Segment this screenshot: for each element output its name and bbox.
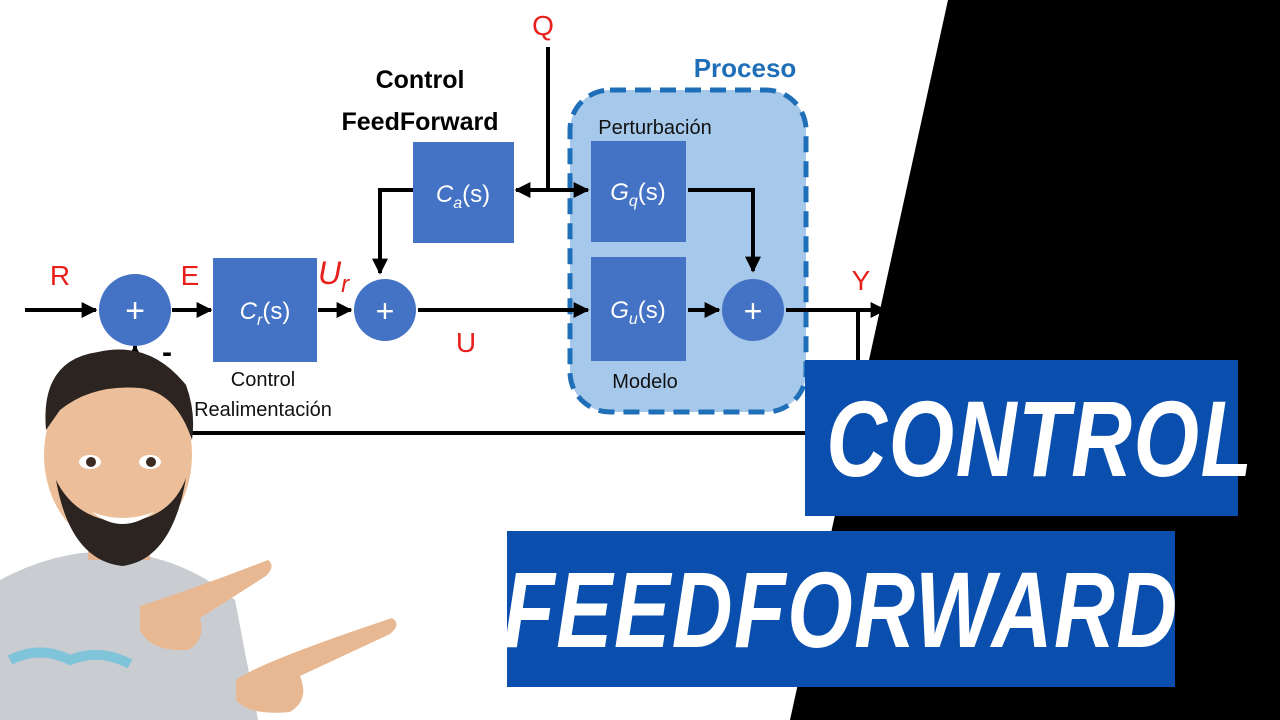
ff-control-label-line2: FeedForward [342,108,499,136]
svg-text:+: + [376,293,395,329]
presenter-hand-left [140,560,272,651]
fb-control-label-line1: Control [231,369,295,391]
block-ca: Ca(s) [413,142,514,243]
svg-text:Cr(s): Cr(s) [240,298,291,329]
presenter-photo [0,349,397,720]
presenter-hand-right [236,618,397,713]
modelo-label: Modelo [612,371,678,393]
signal-q-label: Q [532,10,554,41]
presenter-shirt [0,551,258,720]
wire-gq-to-sum [688,188,761,273]
sum-junction-u: + [354,279,416,341]
svg-text:Ca(s): Ca(s) [436,181,490,212]
title-line-2: FEEDFORWARD [503,548,1179,670]
perturbacion-label: Perturbación [598,117,711,139]
ff-control-label-line1: Control [376,66,465,94]
svg-text:Gq(s): Gq(s) [610,179,666,210]
feedback-minus-sign: - [162,336,172,369]
sum-junction-e: + [99,274,171,346]
svg-text:+: + [744,293,763,329]
sum-junction-y: + [722,279,784,341]
signal-ur-label: Ur [318,255,350,298]
fb-control-label-line2: Realimentación [194,399,332,421]
signal-e-label: E [181,260,200,291]
block-cr: Cr(s) [213,258,317,362]
signal-r-label: R [50,260,70,291]
title-banner-feedforward: FEEDFORWARD [503,531,1177,687]
title-line-1: CONTROL [825,377,1254,499]
presenter-hair [45,349,194,440]
presenter-face [44,363,192,547]
block-gq: Gq(s) [591,141,686,242]
title-banner-control: CONTROL [805,360,1252,516]
block-gu: Gu(s) [591,257,686,361]
signal-u-label: U [456,327,476,358]
proceso-label: Proceso [694,53,797,83]
wire-ca-to-sum [372,188,414,275]
shirt-print-decoration [7,647,133,669]
svg-text:+: + [125,292,145,330]
presenter-smile [92,512,154,524]
svg-text:Gu(s): Gu(s) [610,297,666,328]
signal-y-label: Y [852,265,871,296]
